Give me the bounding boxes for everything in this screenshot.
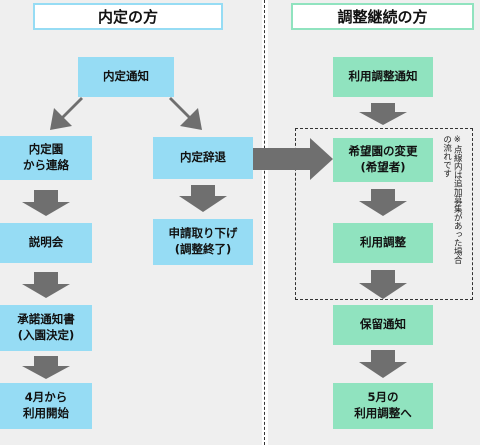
offer-notice-box: 内定通知 xyxy=(78,57,174,97)
adjustment-notice-box: 利用調整通知 xyxy=(333,57,433,97)
briefing-box: 説明会 xyxy=(0,223,92,263)
arrow-decline-to-change xyxy=(253,138,333,180)
decline-offer-box: 内定辞退 xyxy=(153,137,253,179)
hold-notice-box: 保留通知 xyxy=(333,305,433,345)
arrow-consent-to-start xyxy=(22,356,70,379)
arrow-offer-to-decline xyxy=(169,97,202,130)
additional-recruitment-region xyxy=(295,128,473,300)
dashed-region-note: ※点線内は追加募集があった場合 の流れです xyxy=(441,135,463,264)
change-preference-box: 希望園の変更 (希望者) xyxy=(333,138,433,182)
arrow-contact-to-briefing xyxy=(22,190,70,216)
usage-adjustment-box: 利用調整 xyxy=(333,223,433,263)
arrow-offer-to-contact xyxy=(50,97,83,130)
may-adjustment-box: 5月の 利用調整へ xyxy=(333,383,433,429)
right-header: 調整継続の方 xyxy=(291,3,474,30)
arrow-notice-to-region xyxy=(359,103,407,125)
left-header: 内定の方 xyxy=(33,3,223,30)
arrow-change-to-adjust xyxy=(359,189,407,216)
contact-from-nursery-box: 内定園 から連絡 xyxy=(0,136,92,180)
arrow-briefing-to-consent xyxy=(22,272,70,298)
start-april-box: 4月から 利用開始 xyxy=(0,383,92,429)
arrow-hold-to-may xyxy=(359,350,407,378)
withdraw-application-box: 申請取り下げ (調整終了) xyxy=(153,219,253,265)
consent-notice-box: 承諾通知書 (入園決定) xyxy=(0,305,92,351)
panel-divider xyxy=(264,0,265,445)
arrow-adjust-to-hold xyxy=(359,270,407,299)
arrow-decline-to-withdraw xyxy=(179,185,227,212)
